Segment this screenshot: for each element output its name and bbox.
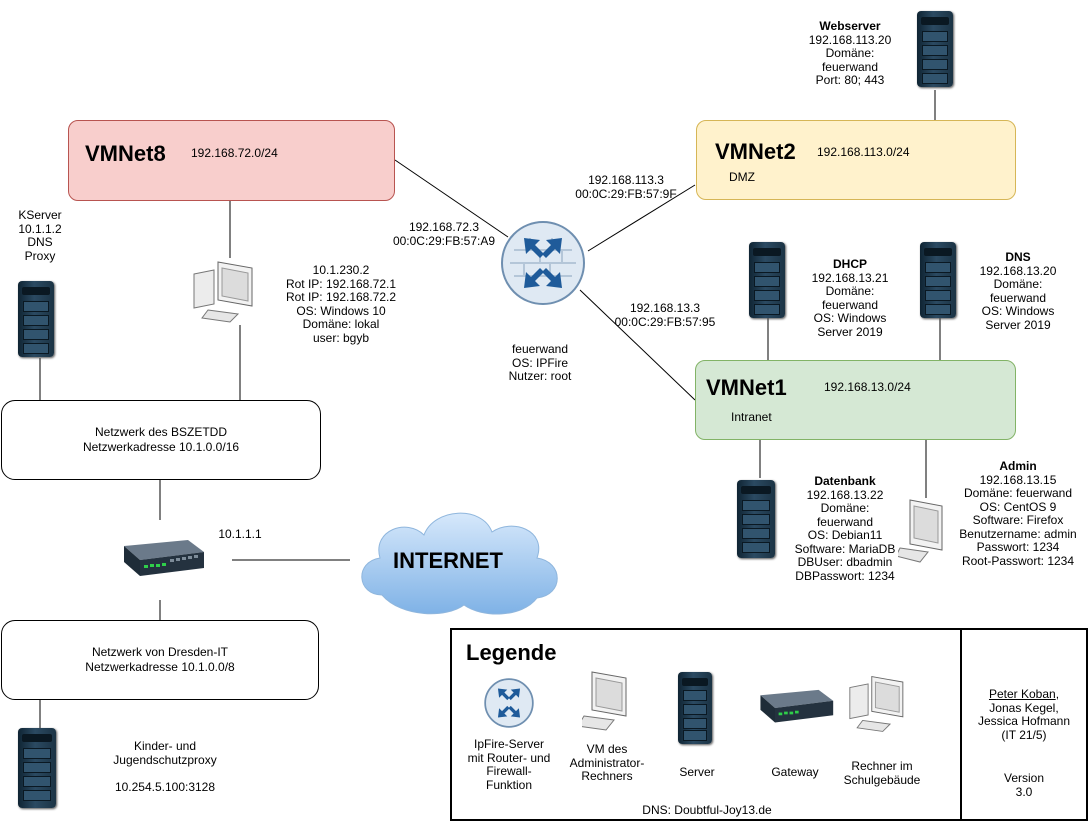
credits-author-link[interactable]: Peter Koban: [988, 687, 1056, 701]
legend-vm-computer-icon: [582, 671, 627, 731]
vmnet1-label: Intranet: [731, 410, 772, 424]
vmnet1-box: VMNet1 192.168.13.0/24 Intranet: [695, 360, 1016, 440]
vmnet8-name: VMNet8: [85, 141, 166, 166]
vmnet2-box: VMNet2 192.168.113.0/24 DMZ: [696, 120, 1016, 200]
vmnet1-name: VMNet1: [706, 375, 787, 400]
credits-box: Peter Koban, Jonas Kegel, Jessica Hofman…: [960, 628, 1088, 821]
legend-title: Legende: [466, 640, 557, 665]
database-server-icon: [737, 480, 775, 558]
vmnet2-subnet: 192.168.113.0/24: [817, 145, 910, 159]
vmnet8-subnet: 192.168.72.0/24: [191, 146, 278, 160]
proxy-server-icon: [18, 728, 56, 808]
vm-admin-computer-icon: [193, 261, 253, 323]
dhcp-server-icon: [749, 242, 785, 318]
legend-gateway-icon: [760, 689, 834, 723]
firewall-router-icon: [501, 221, 585, 305]
legend-gateway-label: Gateway: [771, 765, 819, 779]
gateway-switch-icon: [124, 540, 204, 576]
bszetdd-network-name: Netzwerk des BSZETDD: [94, 425, 228, 439]
credits-version: Version 3.0: [1003, 771, 1045, 799]
dns-server-icon: [920, 242, 956, 318]
internet-label: INTERNET: [393, 548, 503, 573]
proxy-info: Kinder- und Jugendschutzproxy 10.254.5.1…: [113, 739, 217, 794]
bszetdd-network-address: Netzwerkadresse 10.1.0.0/16: [82, 440, 240, 454]
vmnet2-name: VMNet2: [715, 139, 796, 164]
legend-server-label: Server: [679, 765, 715, 779]
dresden-it-network-address: Netzwerkadresse 10.1.0.0/8: [85, 660, 235, 674]
legend-firewall-icon: [484, 678, 534, 728]
admin-computer-icon: [898, 499, 943, 563]
credits-authors: Peter Koban, Jonas Kegel, Jessica Hofman…: [977, 687, 1071, 742]
vmnet8-box: VMNet8 192.168.72.0/24: [68, 120, 395, 201]
internet-cloud-icon: [361, 512, 558, 615]
bszetdd-network-box: Netzwerk des BSZETDD Netzwerkadresse 10.…: [1, 400, 321, 480]
vmnet1-subnet: 192.168.13.0/24: [824, 380, 911, 394]
webserver-icon: [917, 11, 953, 87]
legend-server-icon: [678, 672, 712, 744]
legend-dns: DNS: Doubtful-Joy13.de: [642, 803, 772, 817]
vmnet2-label: DMZ: [729, 170, 755, 184]
gateway-ip: 10.1.1.1: [218, 527, 262, 541]
dresden-it-network-box: Netzwerk von Dresden-IT Netzwerkadresse …: [1, 620, 319, 700]
legend-school-computer-icon: [849, 676, 904, 732]
dresden-it-network-name: Netzwerk von Dresden-IT: [91, 645, 229, 659]
kserver-server-icon: [18, 281, 54, 357]
